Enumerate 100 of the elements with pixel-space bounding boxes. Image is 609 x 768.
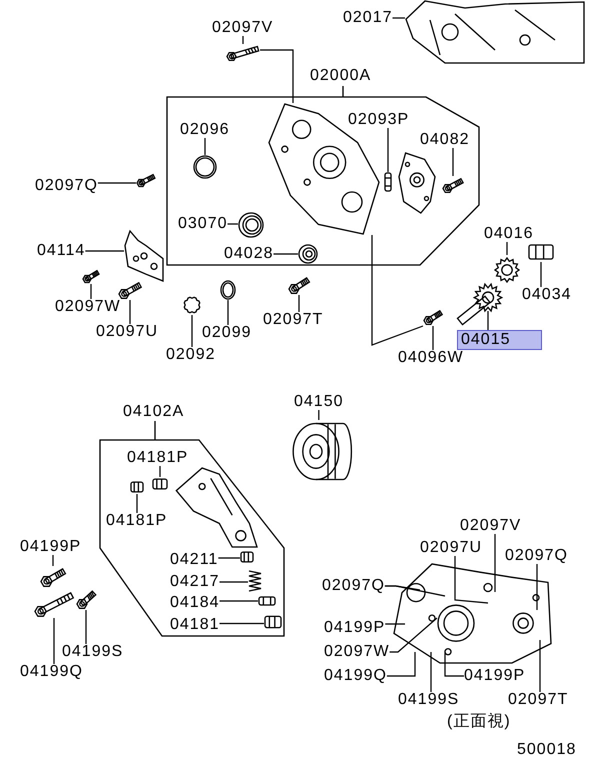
part-number: 04181: [170, 617, 220, 633]
leader-line: [204, 138, 206, 155]
leader-line: [228, 223, 238, 225]
part-number: 02093P: [348, 112, 410, 128]
part-number: 02097U: [420, 540, 482, 556]
bolt-drawing: [442, 176, 464, 194]
pin-drawing: [384, 172, 392, 192]
bolt-drawing: [136, 172, 156, 188]
leader-line: [487, 311, 489, 330]
leader-line: [220, 600, 258, 602]
part-number: 02097Q: [505, 548, 568, 564]
gasket-plate-drawing: [124, 230, 164, 282]
gear-drawing: [494, 255, 520, 285]
leader-line: [386, 652, 416, 677]
bolt-drawing: [118, 280, 142, 300]
leader-line: [298, 295, 300, 312]
leader-line: [260, 49, 294, 103]
part-number: 02099: [202, 325, 252, 341]
part-number: 04199P: [464, 668, 526, 684]
leader-line: [444, 652, 464, 677]
part-number: 02097T: [263, 312, 324, 328]
part-number: 04199Q: [324, 668, 387, 684]
o-ring-drawing: [220, 280, 236, 300]
leader-line: [371, 235, 424, 346]
leader-line: [432, 326, 434, 350]
leader-line: [98, 182, 136, 184]
bolt-drawing: [423, 308, 443, 326]
part-number: 04082: [420, 132, 470, 148]
part-number: 04114: [37, 243, 86, 259]
part-number: 02097W: [55, 299, 121, 315]
part-number: 04181P: [127, 450, 188, 466]
bolt-drawing: [226, 44, 260, 62]
plug-drawing: [152, 477, 168, 491]
engine-block-drawing: [405, 0, 585, 64]
leader-line: [539, 640, 541, 692]
drawing-number: 500018: [517, 742, 576, 758]
leader-line: [52, 555, 54, 566]
part-number: 02097V: [212, 20, 274, 36]
leader-line: [454, 556, 488, 604]
pump-cover-drawing: [398, 152, 436, 214]
leader-line: [385, 623, 405, 625]
leader-line: [227, 300, 229, 325]
leader-line: [494, 534, 496, 592]
leader-line: [242, 36, 244, 44]
part-number: 04199P: [20, 539, 82, 555]
plug-drawing: [240, 550, 254, 564]
oil-seal-drawing: [298, 244, 318, 264]
leader-line: [85, 250, 124, 252]
part-number: 03070: [178, 216, 228, 232]
leader-line: [220, 622, 264, 624]
plug-drawing: [528, 242, 554, 262]
bolt-drawing: [76, 588, 96, 610]
spring-drawing: [248, 570, 262, 592]
leader-line: [53, 618, 55, 664]
part-number: 02092: [166, 347, 216, 363]
bolt-drawing: [34, 590, 74, 618]
view-caption: (正面視): [447, 714, 511, 730]
part-number: 02097U: [96, 324, 158, 340]
part-number: 04181P: [106, 513, 168, 529]
part-number: 02097T: [508, 692, 568, 708]
leader-line: [129, 300, 131, 324]
part-number: 04199S: [62, 644, 124, 660]
part-number: 04028: [224, 246, 274, 262]
leader-line: [536, 564, 538, 610]
leader-line: [191, 315, 193, 347]
leader-line: [318, 410, 320, 420]
part-number: 04096W: [398, 350, 464, 366]
leader-line: [387, 128, 389, 172]
part-number: 02000A: [310, 68, 372, 84]
part-number: 02097Q: [35, 178, 98, 194]
leader-line: [159, 466, 161, 477]
leader-line: [220, 581, 248, 583]
leader-line: [85, 610, 87, 644]
part-number: 04150: [294, 394, 344, 410]
leader-line: [384, 585, 446, 597]
part-number: 04199Q: [20, 664, 83, 680]
part-number: 04199P: [324, 620, 386, 636]
part-number: 04016: [484, 226, 534, 242]
part-number: 04034: [522, 287, 572, 303]
gear-shaft-drawing: [455, 281, 505, 327]
bolt-drawing: [288, 275, 310, 295]
part-number: 02097W: [324, 644, 390, 660]
part-number: 04217: [170, 574, 220, 590]
pin-drawing: [258, 596, 276, 606]
leader-line: [430, 652, 432, 692]
leader-line: [506, 242, 508, 255]
bolt-drawing: [40, 566, 66, 588]
bolt-drawing: [82, 268, 100, 284]
snap-ring-drawing: [182, 295, 202, 315]
part-number: 02017: [343, 10, 392, 26]
highlighted-part-number: 04015: [457, 330, 542, 350]
leader-line: [274, 253, 298, 255]
part-number: 04211: [170, 552, 218, 568]
part-number: 02097Q: [322, 578, 385, 594]
leader-line: [390, 618, 438, 653]
part-number: 04199S: [398, 692, 460, 708]
part-number: 04184: [170, 595, 220, 611]
leader-line: [90, 284, 92, 299]
part-number: 02096: [180, 122, 230, 138]
part-number: 02097V: [460, 518, 522, 534]
